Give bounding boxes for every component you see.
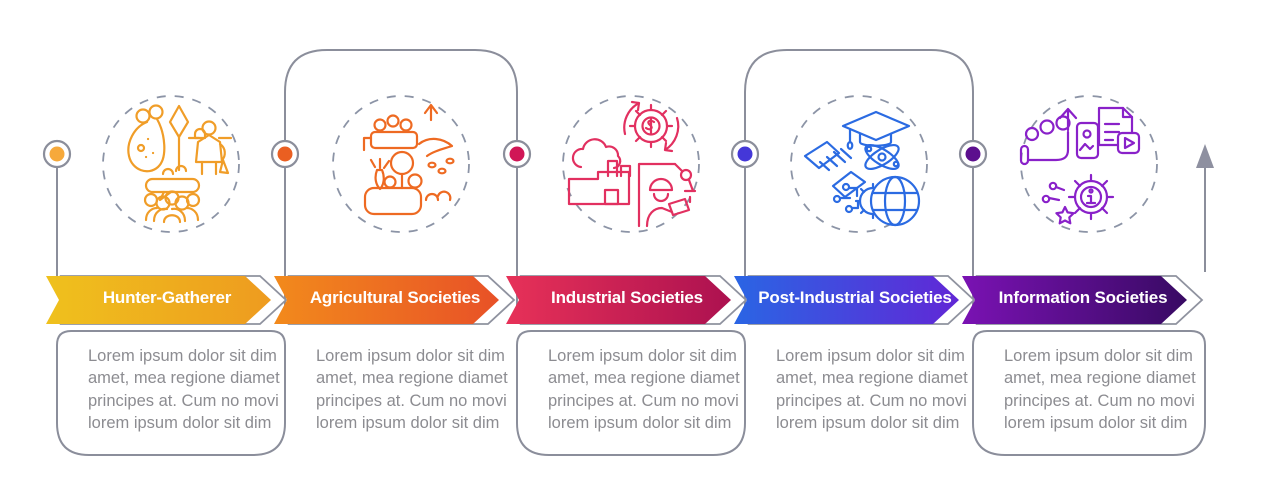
desc-line: amet, mea regione diamet [548,369,740,388]
timeline-dot-4 [737,146,753,162]
step-agricultural: Agricultural Societies Lorem ipsum dolor… [274,0,517,500]
step-description: Lorem ipsum dolor sit dim amet, mea regi… [548,345,740,435]
timeline-dot-1 [49,146,65,162]
chevron-banner [962,275,1204,325]
step-description: Lorem ipsum dolor sit dim amet, mea regi… [1004,345,1196,435]
step-description: Lorem ipsum dolor sit dim amet, mea regi… [88,345,280,435]
step-title: Agricultural Societies [309,288,481,307]
desc-line: Lorem ipsum dolor sit dim [316,347,505,365]
step-hunter-gatherer: Hunter-Gatherer Lorem ipsum dolor sit di… [46,0,288,500]
desc-line: lorem ipsum dolor sit dim [776,414,960,433]
text-box-3 [516,330,746,456]
desc-line: Lorem ipsum dolor sit dim [1004,347,1193,365]
icon-box-4 [744,49,974,323]
dashed-circle [1020,95,1158,233]
information-icon [1019,95,1158,233]
desc-line: Lorem ipsum dolor sit dim [776,347,965,365]
text-box-5 [972,330,1206,456]
icon-box-2 [284,49,518,323]
chevron-fill [274,276,499,324]
desc-line: amet, mea regione diamet [1004,369,1196,388]
dashed-circle [332,95,470,233]
chevron-banner [46,275,288,325]
desc-line: lorem ipsum dolor sit dim [548,414,732,433]
timeline-dot-3 [509,146,525,162]
step-information: Information Societies Lorem ipsum dolor … [962,0,1205,500]
step-title: Industrial Societies [551,288,703,307]
step-title: Post-Industrial Societies [758,288,952,307]
step-title: Hunter-Gatherer [102,288,232,307]
desc-line: Lorem ipsum dolor sit dim [548,347,737,365]
step-description: Lorem ipsum dolor sit dim amet, mea regi… [776,345,968,435]
chevron-fill [734,276,959,324]
dashed-circle [790,95,928,233]
chevron-banner [506,275,748,325]
chevron-banner [734,275,976,325]
post-industrial-icon [790,95,928,233]
desc-line: principes at. Cum no movi [316,391,507,410]
timeline-dot-2 [277,146,293,162]
chevron-banner [274,275,516,325]
desc-line: lorem ipsum dolor sit dim [1004,414,1188,433]
desc-line: amet, mea regione diamet [316,369,508,388]
industry-icon [562,95,700,233]
step-post-industrial: Post-Industrial Societies Lorem ipsum do… [734,0,976,500]
desc-line: lorem ipsum dolor sit dim [316,414,500,433]
desc-line: principes at. Cum no movi [88,391,279,410]
chevron-fill [46,276,271,324]
desc-line: lorem ipsum dolor sit dim [88,414,272,433]
step-description: Lorem ipsum dolor sit dim amet, mea regi… [316,345,508,435]
step-industrial: Industrial Societies Lorem ipsum dolor s… [506,0,748,500]
up-arrow-icon [1196,144,1214,168]
text-box-1 [56,330,286,456]
agriculture-icon [332,95,470,233]
desc-line: principes at. Cum no movi [776,391,967,410]
desc-line: amet, mea regione diamet [88,369,280,388]
hunter-gatherer-icon [102,95,240,233]
timeline-dot-5 [965,146,981,162]
chevron-fill [962,276,1187,324]
dashed-circle [562,95,700,233]
chevron-fill [506,276,731,324]
desc-line: principes at. Cum no movi [548,391,739,410]
desc-line: principes at. Cum no movi [1004,391,1195,410]
dashed-circle [102,95,240,233]
desc-line: Lorem ipsum dolor sit dim [88,347,277,365]
step-title: Information Societies [998,288,1168,307]
desc-line: amet, mea regione diamet [776,369,968,388]
